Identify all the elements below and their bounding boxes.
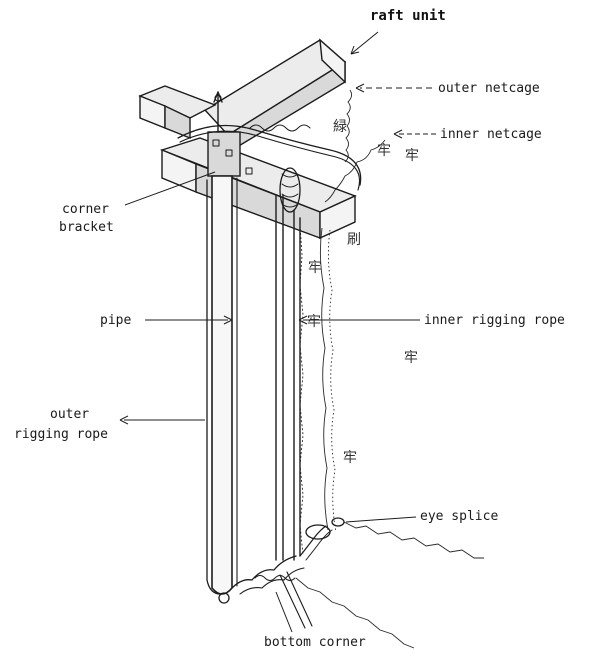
pipe-bottom-ring: [218, 592, 230, 604]
label-outer-netcage: outer netcage: [438, 81, 540, 96]
pipe-assembly: [211, 175, 233, 604]
eye-splice-loop: [305, 524, 331, 540]
net-mark-1: 緑: [333, 119, 347, 135]
raft-beam-diagonal-end: [319, 38, 346, 84]
pipe: [211, 175, 233, 595]
bottom-corner-rigging: [231, 517, 484, 649]
outer-netcage-edge: [299, 89, 353, 556]
label-inner-netcage: inner netcage: [440, 127, 542, 142]
label-bottom-corner: bottom corner: [264, 635, 366, 650]
outer-rigging-rope: [206, 177, 238, 595]
label-outer-rigging-rope-line1: outer: [50, 407, 89, 422]
top-wrap-rope: [177, 124, 362, 213]
label-outer-rigging-rope-line2: rigging rope: [14, 427, 108, 442]
raft-unit: [138, 38, 357, 240]
net-mark-4: 刷: [347, 232, 361, 248]
label-raft-unit: raft unit: [370, 8, 446, 24]
net-mark-2: 牢: [377, 143, 391, 159]
inner-netcage-edge: [324, 139, 386, 203]
raft-beam-front-far-end: [319, 194, 356, 240]
label-corner-bracket-line1: corner: [62, 202, 109, 217]
inner-rigging-rope: [275, 194, 301, 561]
net-mark-6: 牢: [307, 314, 321, 330]
leader-lines: [119, 31, 436, 633]
label-eye-splice: eye splice: [420, 509, 498, 524]
corner-bracket: [207, 131, 241, 177]
net-mark-8: 牢: [343, 450, 357, 466]
net-mark-5: 牢: [308, 260, 322, 276]
net-mark-3: 牢: [405, 148, 419, 164]
label-corner-bracket-line2: bracket: [59, 220, 114, 235]
label-pipe: pipe: [100, 313, 131, 328]
net-mark-7: 牢: [404, 350, 418, 366]
label-inner-rigging-rope: inner rigging rope: [424, 313, 565, 328]
